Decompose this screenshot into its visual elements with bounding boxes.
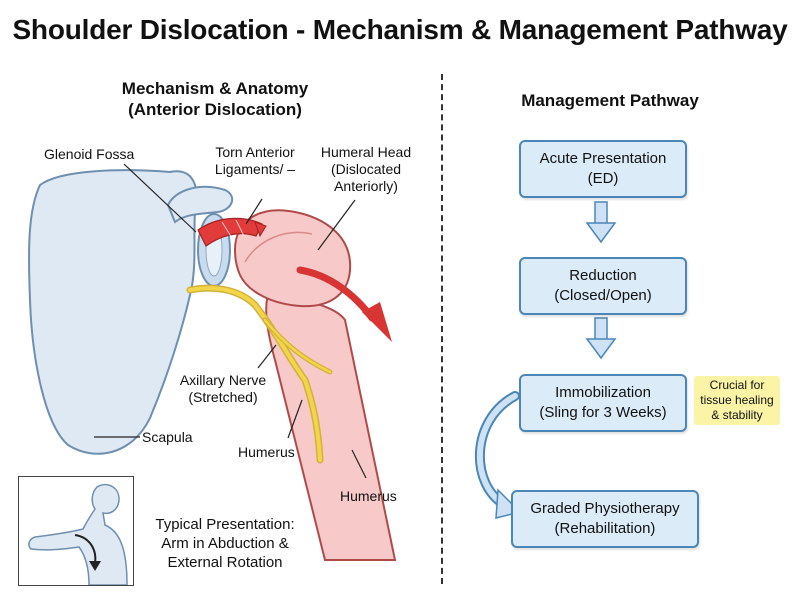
note-line2: tissue healing — [700, 393, 774, 407]
label-humerus-inner: Humerus — [238, 444, 295, 460]
label-humeral-head-line2: (Dislocated — [330, 161, 402, 177]
step-reduction: Reduction (Closed/Open) — [519, 257, 687, 315]
presentation-line1: Typical Presentation: — [155, 516, 295, 533]
step-2-line1: Reduction — [569, 267, 637, 284]
label-humerus-outer: Humerus — [340, 488, 397, 504]
step-4-line2: (Rehabilitation) — [554, 520, 656, 537]
presentation-line2: Arm in Abduction & — [161, 535, 289, 552]
label-humeral-head-line1: Humeral Head — [320, 144, 412, 160]
flow-arrow-1 — [585, 201, 617, 244]
immobilization-note: Crucial for tissue healing & stability — [694, 376, 780, 425]
mechanism-heading: Mechanism & Anatomy (Anterior Dislocatio… — [90, 78, 340, 120]
step-1-line1: Acute Presentation — [539, 150, 667, 167]
step-graded-physiotherapy: Graded Physiotherapy (Rehabilitation) — [511, 490, 699, 548]
page-title: Shoulder Dislocation - Mechanism & Manag… — [12, 14, 788, 45]
presentation-inset — [18, 476, 134, 586]
step-2-line2: (Closed/Open) — [554, 287, 652, 304]
step-immobilization: Immobilization (Sling for 3 Weeks) — [519, 374, 687, 432]
label-glenoid-fossa: Glenoid Fossa — [44, 146, 135, 162]
management-heading: Management Pathway — [521, 91, 699, 110]
presentation-caption: Typical Presentation: Arm in Abduction &… — [140, 515, 310, 572]
panel-divider — [441, 74, 443, 584]
label-scapula: Scapula — [142, 429, 193, 445]
label-axillary-nerve-line1: Axillary Nerve — [179, 372, 267, 388]
note-line3: & stability — [711, 408, 763, 422]
step-acute-presentation: Acute Presentation (ED) — [519, 140, 687, 198]
note-line1: Crucial for — [709, 378, 765, 392]
label-torn-line1: Torn Anterior — [215, 144, 295, 160]
mechanism-heading-line2: (Anterior Dislocation) — [128, 100, 302, 119]
label-axillary-nerve-line2: (Stretched) — [188, 389, 258, 405]
step-4-line1: Graded Physiotherapy — [530, 500, 680, 517]
label-axillary-nerve: Axillary Nerve (Stretched) — [168, 372, 278, 406]
label-torn-line2: Ligaments/ – — [214, 161, 296, 177]
label-humeral-head-line3: Anteriorly) — [334, 178, 398, 194]
mechanism-heading-line1: Mechanism & Anatomy — [121, 79, 309, 98]
scapula-bone — [28, 169, 198, 455]
label-torn-ligaments: Torn Anterior Ligaments/ – — [196, 144, 314, 178]
step-3-line1: Immobilization — [555, 384, 651, 401]
step-1-line2: (ED) — [587, 170, 619, 187]
flow-arrow-2 — [585, 317, 617, 360]
presentation-line3: External Rotation — [167, 554, 283, 571]
step-3-line2: (Sling for 3 Weeks) — [539, 404, 667, 421]
arm-abduction-icon — [28, 483, 128, 586]
label-humeral-head: Humeral Head (Dislocated Anteriorly) — [306, 144, 426, 195]
acromion — [166, 185, 234, 224]
